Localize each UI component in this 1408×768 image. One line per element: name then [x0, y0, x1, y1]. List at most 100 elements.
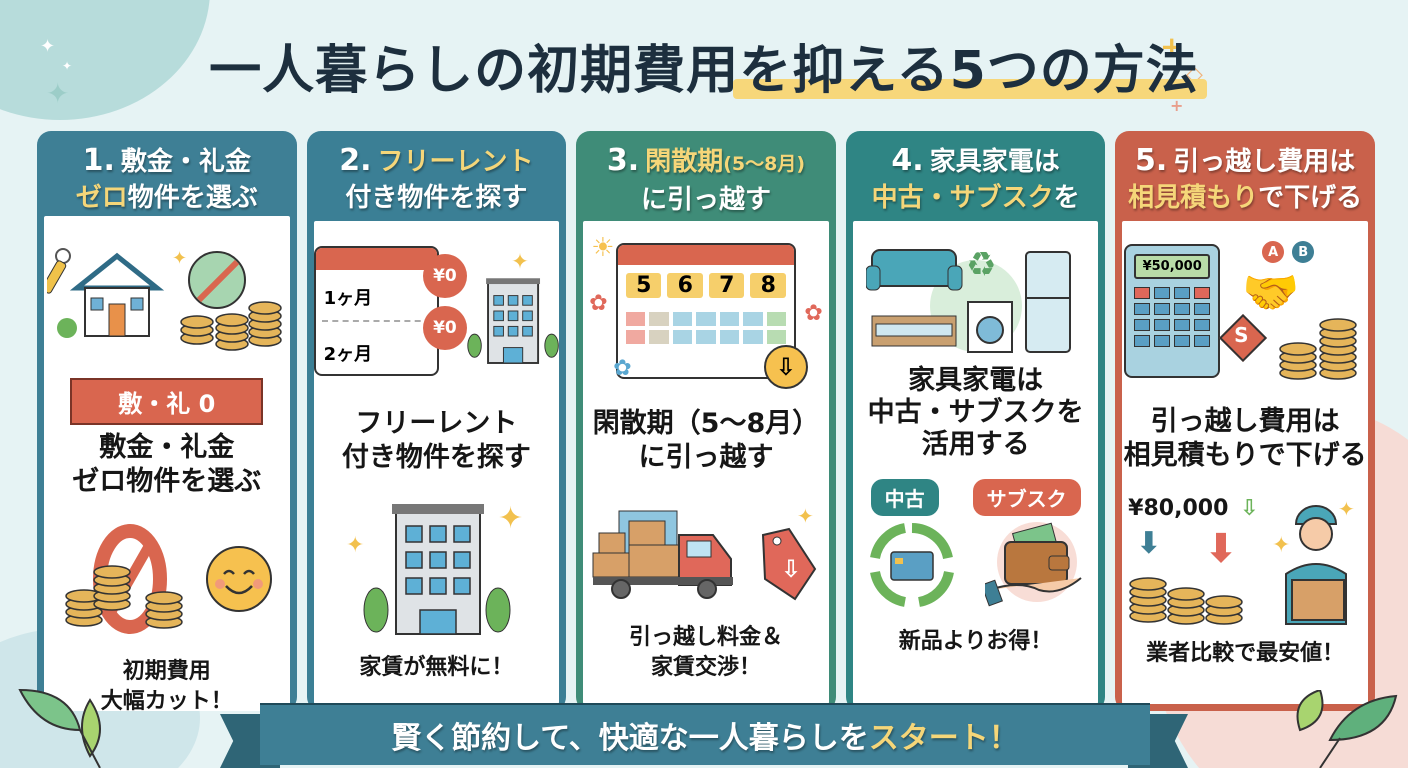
banner-text: 賢く節約して、快適な一人暮らしを [391, 721, 869, 756]
sun-icon: ☀ [591, 233, 615, 263]
card-caption: 家具家電は 中古・サブスクを 活用する [868, 365, 1084, 461]
zero-coins-icon [65, 524, 183, 634]
svg-text:♻: ♻ [966, 245, 996, 285]
card-body: ✦ 敷・礼 0 敷金・礼金 ゼロ物件を選ぶ [44, 216, 290, 711]
sub-caption-line1: 初期費用 [122, 659, 211, 684]
caption-line2: 付き物件を探す [341, 442, 531, 473]
building-icon: ✦ ✦ [346, 501, 524, 635]
card-body: ¥50,000 A B 🤝 S [1122, 221, 1368, 704]
smiley-icon [205, 546, 272, 612]
card-2: 2.フリーレント 付き物件を探す 1ヶ月 2ヶ月 ¥0 ¥0 ✦ [306, 131, 567, 711]
card-body: 5 6 7 8 ⇩ ☀ ✿ ✿ ✿ 閑散期（5〜8月） [583, 221, 829, 704]
caption-line2: に引っ越す [638, 442, 774, 473]
building-icon: ✦ [467, 251, 559, 364]
tips-cards: 1.敷金・礼金 ゼロ物件を選ぶ [37, 131, 1375, 711]
price-tag-icon: ✦ ⇩ [761, 505, 817, 601]
card-title-highlight: 相見積もり [1128, 183, 1259, 213]
card-sub-caption: 業者比較で最安値！ [1146, 641, 1345, 666]
caption-line1: 引っ越し費用は [1150, 406, 1340, 437]
title-main: 一人暮らしの初期費用 [209, 41, 740, 101]
sub-illustration: ¥80,000 ⇩ ⬇ ⬇ ✦ ✦ [1122, 491, 1368, 631]
card-title-line1: 家具家電は [929, 147, 1060, 177]
coin-stack-icon [1129, 577, 1243, 625]
sparkle-icon: ✦ [62, 59, 73, 73]
card-sub-caption: 新品よりお得！ [898, 629, 1053, 654]
used-pill: 中古 [870, 478, 939, 516]
title-highlight: を抑える5つの方法 [739, 41, 1199, 101]
flower-icon: ✿ [589, 291, 608, 316]
wallet-hand-icon [984, 521, 1082, 606]
price-bubble: ¥0 [422, 254, 467, 298]
down-arrow-icon: ⇩ [1240, 496, 1259, 521]
truck-icon [592, 510, 733, 599]
card-title-line2: 物件を選ぶ [127, 183, 258, 213]
card-title-line2: 付き物件を探す [345, 183, 528, 213]
sub-caption-line2: 家賃交渉！ [650, 655, 761, 680]
svg-text:✦: ✦ [797, 505, 814, 528]
card-title-line2: に引っ越す [640, 185, 771, 215]
card-5: 5.引っ越し費用は 相見積もりで下げる ¥50,000 A B 🤝 [1115, 131, 1375, 711]
diamond-label: S [1234, 323, 1249, 347]
caption-line2: 中古・サブスクを [867, 397, 1084, 428]
caption-line3: 活用する [921, 429, 1030, 460]
sparkle-icon: ✦ [46, 77, 70, 110]
svg-text:✦: ✦ [498, 501, 523, 536]
month-label: 1ヶ月 [323, 288, 373, 309]
price-label: ¥80,000 [1128, 496, 1229, 521]
price-drop-group: ¥80,000 ⇩ ⬇ ⬇ [1128, 496, 1259, 626]
card-sub-caption: 初期費用 大幅カット！ [101, 657, 233, 711]
calendar-icon: 1ヶ月 2ヶ月 ¥0 ¥0 [313, 246, 467, 376]
svg-text:✦: ✦ [1338, 497, 1355, 521]
card-header: 4.家具家電は 中古・サブスクを [846, 131, 1106, 221]
card-header: 1.敷金・礼金 ゼロ物件を選ぶ [37, 131, 297, 216]
card-number: 4. [891, 143, 924, 178]
card-sub-caption: 家賃が無料に！ [359, 655, 514, 680]
illustration: ♻ [853, 231, 1099, 361]
card-title-highlight: 中古・サブスク [871, 183, 1054, 213]
calendar-month: 7 [708, 273, 745, 298]
company-b-badge: B [1292, 241, 1315, 263]
card-caption: 敷金・礼金 ゼロ物件を選ぶ [72, 431, 261, 499]
illustration: 1ヶ月 2ヶ月 ¥0 ¥0 ✦ [313, 231, 560, 391]
house-key-coins-icon: ✦ [46, 248, 282, 351]
caption-line1: 家具家電は [908, 365, 1044, 396]
card-caption: 閑散期（5〜8月） に引っ越す [593, 407, 820, 475]
card-title-line2: で下げる [1258, 183, 1363, 213]
sub-illustration [44, 509, 290, 649]
down-arrow-icon: ⇩ [763, 345, 808, 389]
ribbon-label: 敷・礼 0 [70, 378, 264, 425]
card-cycle-icon [869, 522, 954, 607]
sub-caption-line1: 引っ越し料金＆ [628, 625, 783, 650]
caption-line1: 閑散期（5〜8月） [592, 408, 820, 439]
svg-text:⇩: ⇩ [781, 555, 801, 583]
card-title-months: (5〜8月) [723, 153, 806, 175]
card-3: 3.閑散期(5〜8月) に引っ越す 5 6 7 8 ⇩ [576, 131, 836, 711]
calendar-month: 6 [667, 273, 703, 298]
caption-line1: フリーレント [355, 408, 518, 439]
calculator-display: ¥50,000 [1134, 254, 1211, 279]
calendar-month: 8 [750, 273, 786, 298]
card-title-line1: 引っ越し費用は [1173, 147, 1356, 177]
leaf-icon [18, 688, 101, 768]
illustration: ✦ [44, 226, 290, 374]
sub-illustration: 中古 サブスク [853, 469, 1099, 619]
sub-caption-line2: 大幅カット！ [100, 689, 233, 711]
flower-icon: ✿ [613, 356, 632, 381]
sub-illustration: ✦ ✦ [314, 495, 560, 645]
down-arrow-icon: ⬇ [1136, 526, 1162, 561]
card-title-highlight: フリーレント [377, 147, 534, 177]
price-bubble: ¥0 [422, 306, 467, 350]
caption-line2: ゼロ物件を選ぶ [72, 466, 262, 497]
caption-line2: 相見積もりで下げる [1123, 440, 1367, 471]
card-header: 2.フリーレント 付き物件を探す [307, 131, 567, 221]
card-title-highlight: 閑散期 [645, 147, 724, 177]
down-arrow-icon: ⬇ [1204, 526, 1238, 572]
card-number: 2. [339, 143, 372, 178]
illustration: 5 6 7 8 ⇩ ☀ ✿ ✿ ✿ [583, 231, 829, 391]
card-number: 3. [606, 143, 640, 178]
page-title: 一人暮らしの初期費用を抑える5つの方法 [0, 28, 1408, 103]
svg-text:✦: ✦ [346, 533, 364, 558]
card-caption: フリーレント 付き物件を探す [342, 407, 531, 475]
flower-icon: ✿ [804, 301, 823, 326]
footer-banner: 賢く節約して、快適な一人暮らしをスタート！ [260, 703, 1150, 765]
